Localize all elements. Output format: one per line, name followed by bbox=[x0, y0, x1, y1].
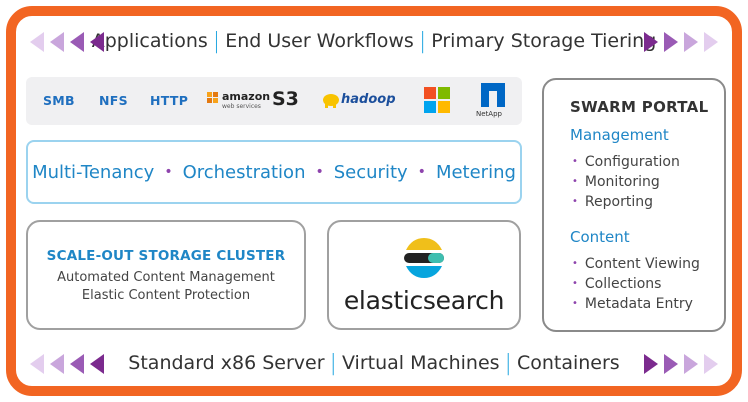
feature-multi-tenancy: Multi-Tenancy bbox=[32, 161, 155, 183]
top-band: Applications | End User Workflows | Prim… bbox=[22, 22, 726, 60]
chevron-right-icon bbox=[644, 354, 658, 374]
chevron-right-icon bbox=[704, 354, 718, 374]
list-item: • Monitoring bbox=[572, 172, 680, 192]
chevron-right-icon bbox=[664, 32, 678, 52]
portal-management-list: • Configuration • Monitoring • Reporting bbox=[572, 152, 680, 212]
portal-title: SWARM PORTAL bbox=[570, 98, 709, 116]
portal-item-monitoring: Monitoring bbox=[584, 174, 660, 190]
chevron-left-icon bbox=[50, 32, 64, 52]
list-bullet: • bbox=[572, 278, 578, 289]
top-separator: | bbox=[212, 28, 221, 54]
netapp-icon bbox=[481, 83, 505, 107]
chevron-right-icon bbox=[664, 354, 678, 374]
portal-content-list: • Content Viewing • Collections • Metadata … bbox=[572, 254, 700, 314]
bottom-item-x86: Standard x86 Server bbox=[128, 352, 325, 374]
chevron-right-icon bbox=[704, 32, 718, 52]
top-item-applications: Applications bbox=[91, 30, 208, 52]
storage-cluster-box: SCALE-OUT STORAGE CLUSTER Automated Cont… bbox=[26, 220, 306, 330]
left-chevrons-top bbox=[28, 31, 106, 53]
bottom-separator: | bbox=[504, 350, 512, 376]
cluster-title: SCALE-OUT STORAGE CLUSTER bbox=[46, 248, 286, 264]
orange-frame bbox=[6, 6, 742, 396]
chevron-left-icon bbox=[30, 32, 44, 52]
portal-heading-content: Content bbox=[570, 228, 630, 246]
aws-cubes-icon bbox=[207, 92, 218, 103]
netapp-logo: NetApp bbox=[476, 82, 510, 120]
chevron-right-icon bbox=[684, 354, 698, 374]
hadoop-logo: hadoop bbox=[322, 89, 398, 113]
top-item-workflows: End User Workflows bbox=[225, 30, 414, 52]
protocol-nfs: NFS bbox=[99, 93, 128, 108]
amazon-s3-logo: amazon web services S3 bbox=[206, 87, 299, 117]
list-item: • Metadata Entry bbox=[572, 294, 700, 314]
feature-bullet: • bbox=[417, 164, 426, 180]
list-bullet: • bbox=[572, 196, 578, 207]
right-chevrons-top bbox=[642, 31, 720, 53]
bottom-item-vms: Virtual Machines bbox=[341, 352, 500, 374]
list-bullet: • bbox=[572, 298, 578, 309]
chevron-left-icon bbox=[30, 354, 44, 374]
portal-item-reporting: Reporting bbox=[584, 194, 653, 210]
netapp-text: NetApp bbox=[476, 110, 502, 118]
bottom-band: Standard x86 Server | Virtual Machines |… bbox=[22, 344, 726, 382]
chevron-left-icon bbox=[70, 32, 84, 52]
elasticsearch-icon bbox=[404, 238, 444, 278]
top-separator: | bbox=[418, 28, 427, 54]
bottom-separator: | bbox=[329, 350, 337, 376]
elasticsearch-box: elasticsearch bbox=[327, 220, 521, 330]
list-item: • Content Viewing bbox=[572, 254, 700, 274]
chevron-right-icon bbox=[684, 32, 698, 52]
feature-orchestration: Orchestration bbox=[182, 161, 306, 183]
chevron-left-icon bbox=[50, 354, 64, 374]
top-item-tiering: Primary Storage Tiering bbox=[431, 30, 657, 52]
list-bullet: • bbox=[572, 176, 578, 187]
protocol-http: HTTP bbox=[150, 93, 189, 108]
portal-item-metadata-entry: Metadata Entry bbox=[584, 296, 693, 312]
right-chevrons-bottom bbox=[642, 353, 720, 375]
s3-text: S3 bbox=[272, 88, 299, 110]
left-chevrons-bottom bbox=[28, 353, 106, 375]
list-bullet: • bbox=[572, 258, 578, 269]
feature-metering: Metering bbox=[435, 161, 516, 183]
feature-security: Security bbox=[333, 161, 408, 183]
bottom-item-containers: Containers bbox=[516, 352, 620, 374]
feature-bullet: • bbox=[164, 164, 173, 180]
portal-item-content-viewing: Content Viewing bbox=[584, 256, 700, 272]
elasticsearch-wordmark: elasticsearch bbox=[343, 286, 505, 315]
feature-bullet: • bbox=[315, 164, 324, 180]
chevron-left-icon bbox=[90, 32, 104, 52]
list-item: • Reporting bbox=[572, 192, 680, 212]
chevron-left-icon bbox=[70, 354, 84, 374]
features-bar: Multi-Tenancy • Orchestration • Security… bbox=[26, 140, 522, 204]
protocols-bar: SMB NFS HTTP amazon web services S3 hado… bbox=[26, 77, 522, 125]
amazon-text: amazon bbox=[222, 90, 271, 103]
hadoop-text: hadoop bbox=[341, 92, 396, 107]
portal-heading-management: Management bbox=[570, 126, 669, 144]
hadoop-elephant-icon bbox=[323, 94, 339, 108]
cluster-line-content-protection: Elastic Content Protection bbox=[81, 288, 251, 303]
chevron-right-icon bbox=[644, 32, 658, 52]
list-item: • Configuration bbox=[572, 152, 680, 172]
portal-item-configuration: Configuration bbox=[584, 154, 680, 170]
swarm-portal-box: SWARM PORTAL Management • Configuration •… bbox=[542, 78, 726, 332]
windows-icon bbox=[424, 87, 450, 113]
cluster-line-content-management: Automated Content Management bbox=[57, 270, 275, 285]
portal-item-collections: Collections bbox=[584, 276, 662, 292]
list-item: • Collections bbox=[572, 274, 700, 294]
protocol-smb: SMB bbox=[43, 93, 75, 108]
chevron-left-icon bbox=[90, 354, 104, 374]
aws-subtext: web services bbox=[222, 103, 261, 110]
list-bullet: • bbox=[572, 156, 578, 167]
